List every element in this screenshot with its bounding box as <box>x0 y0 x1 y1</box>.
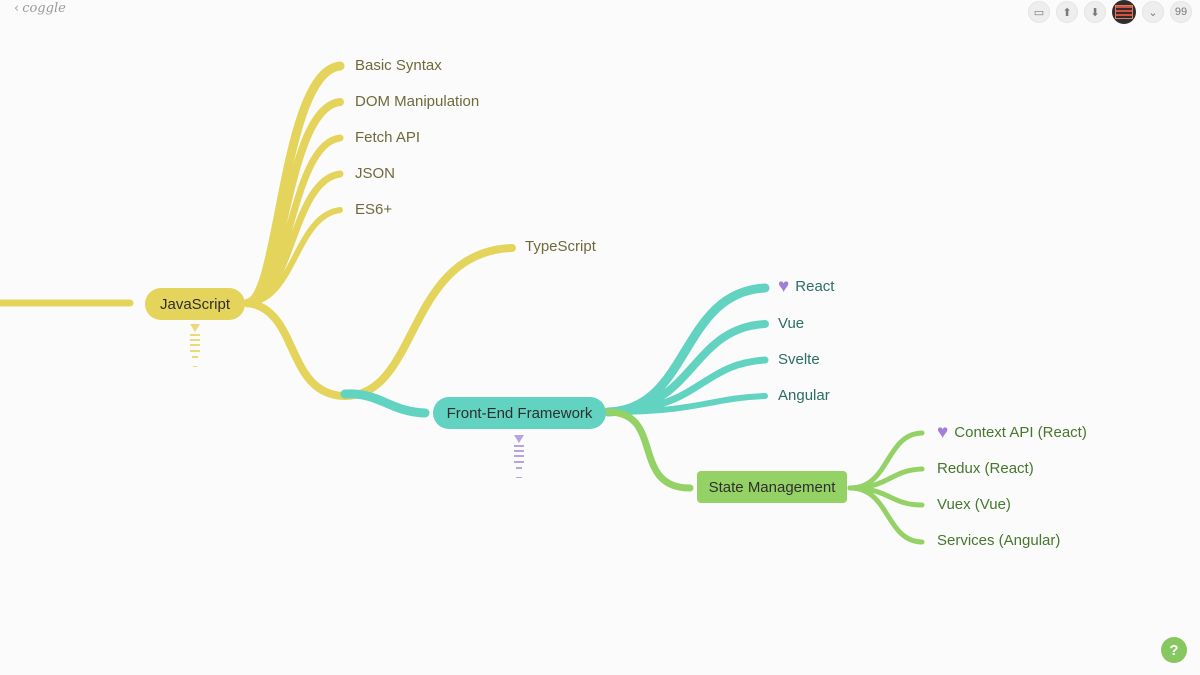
back-link[interactable]: ‹ coggle <box>14 1 66 16</box>
node-front-end-framework-label: Front-End Framework <box>446 404 593 422</box>
node-dom-manipulation[interactable]: DOM Manipulation <box>355 93 480 110</box>
help-button[interactable]: ? <box>1161 637 1187 663</box>
node-vuex[interactable]: Vuex (Vue) <box>937 496 1011 513</box>
node-svelte[interactable]: Svelte <box>778 351 820 368</box>
quote-icon[interactable]: 99 <box>1170 1 1192 23</box>
branch-es6 <box>245 207 343 306</box>
heart-icon: ♥ <box>937 422 949 443</box>
node-vue[interactable]: Vue <box>778 315 805 332</box>
node-state-management[interactable]: State Management <box>697 471 847 503</box>
branch-typescript <box>341 244 516 400</box>
user-avatar[interactable] <box>1112 0 1136 24</box>
collapse-marker-framework <box>514 435 524 478</box>
branch-framework-entry <box>340 389 430 418</box>
node-json[interactable]: JSON <box>355 165 396 182</box>
node-angular[interactable]: Angular <box>778 387 830 404</box>
node-state-management-label: State Management <box>708 478 836 496</box>
node-front-end-framework[interactable]: Front-End Framework <box>433 397 606 429</box>
node-typescript[interactable]: TypeScript <box>525 238 596 255</box>
node-react[interactable]: ♥ React <box>778 276 834 298</box>
node-basic-syntax[interactable]: Basic Syntax <box>355 57 442 74</box>
download-icon[interactable]: ⬇ <box>1084 1 1106 23</box>
node-redux[interactable]: Redux (React) <box>937 460 1034 477</box>
node-javascript-label: JavaScript <box>159 295 231 313</box>
branch-angular <box>605 393 768 415</box>
node-es6[interactable]: ES6+ <box>355 201 393 218</box>
branch-framework-to-state <box>604 408 694 492</box>
chevron-down-icon[interactable]: ⌄ <box>1142 1 1164 23</box>
app-logo-text: coggle <box>22 1 66 16</box>
node-context-api-label: Context API (React) <box>954 424 1087 441</box>
upload-icon[interactable]: ⬆ <box>1056 1 1078 23</box>
branch-services <box>847 485 925 545</box>
chevron-left-icon: ‹ <box>14 1 20 16</box>
collapse-marker-javascript <box>190 324 200 367</box>
chat-icon[interactable]: ▭ <box>1028 1 1050 23</box>
branch-javascript-to-framework <box>244 299 349 400</box>
heart-icon: ♥ <box>778 276 790 297</box>
node-services[interactable]: Services (Angular) <box>937 532 1061 549</box>
node-react-label: React <box>795 278 835 295</box>
toolbar: ▭ ⬆ ⬇ ⌄ 99 <box>1028 0 1192 24</box>
node-context-api[interactable]: ♥ Context API (React) <box>937 422 1087 444</box>
node-fetch-api[interactable]: Fetch API <box>355 129 421 146</box>
node-javascript[interactable]: JavaScript <box>145 288 245 320</box>
branch-redux <box>847 466 925 491</box>
